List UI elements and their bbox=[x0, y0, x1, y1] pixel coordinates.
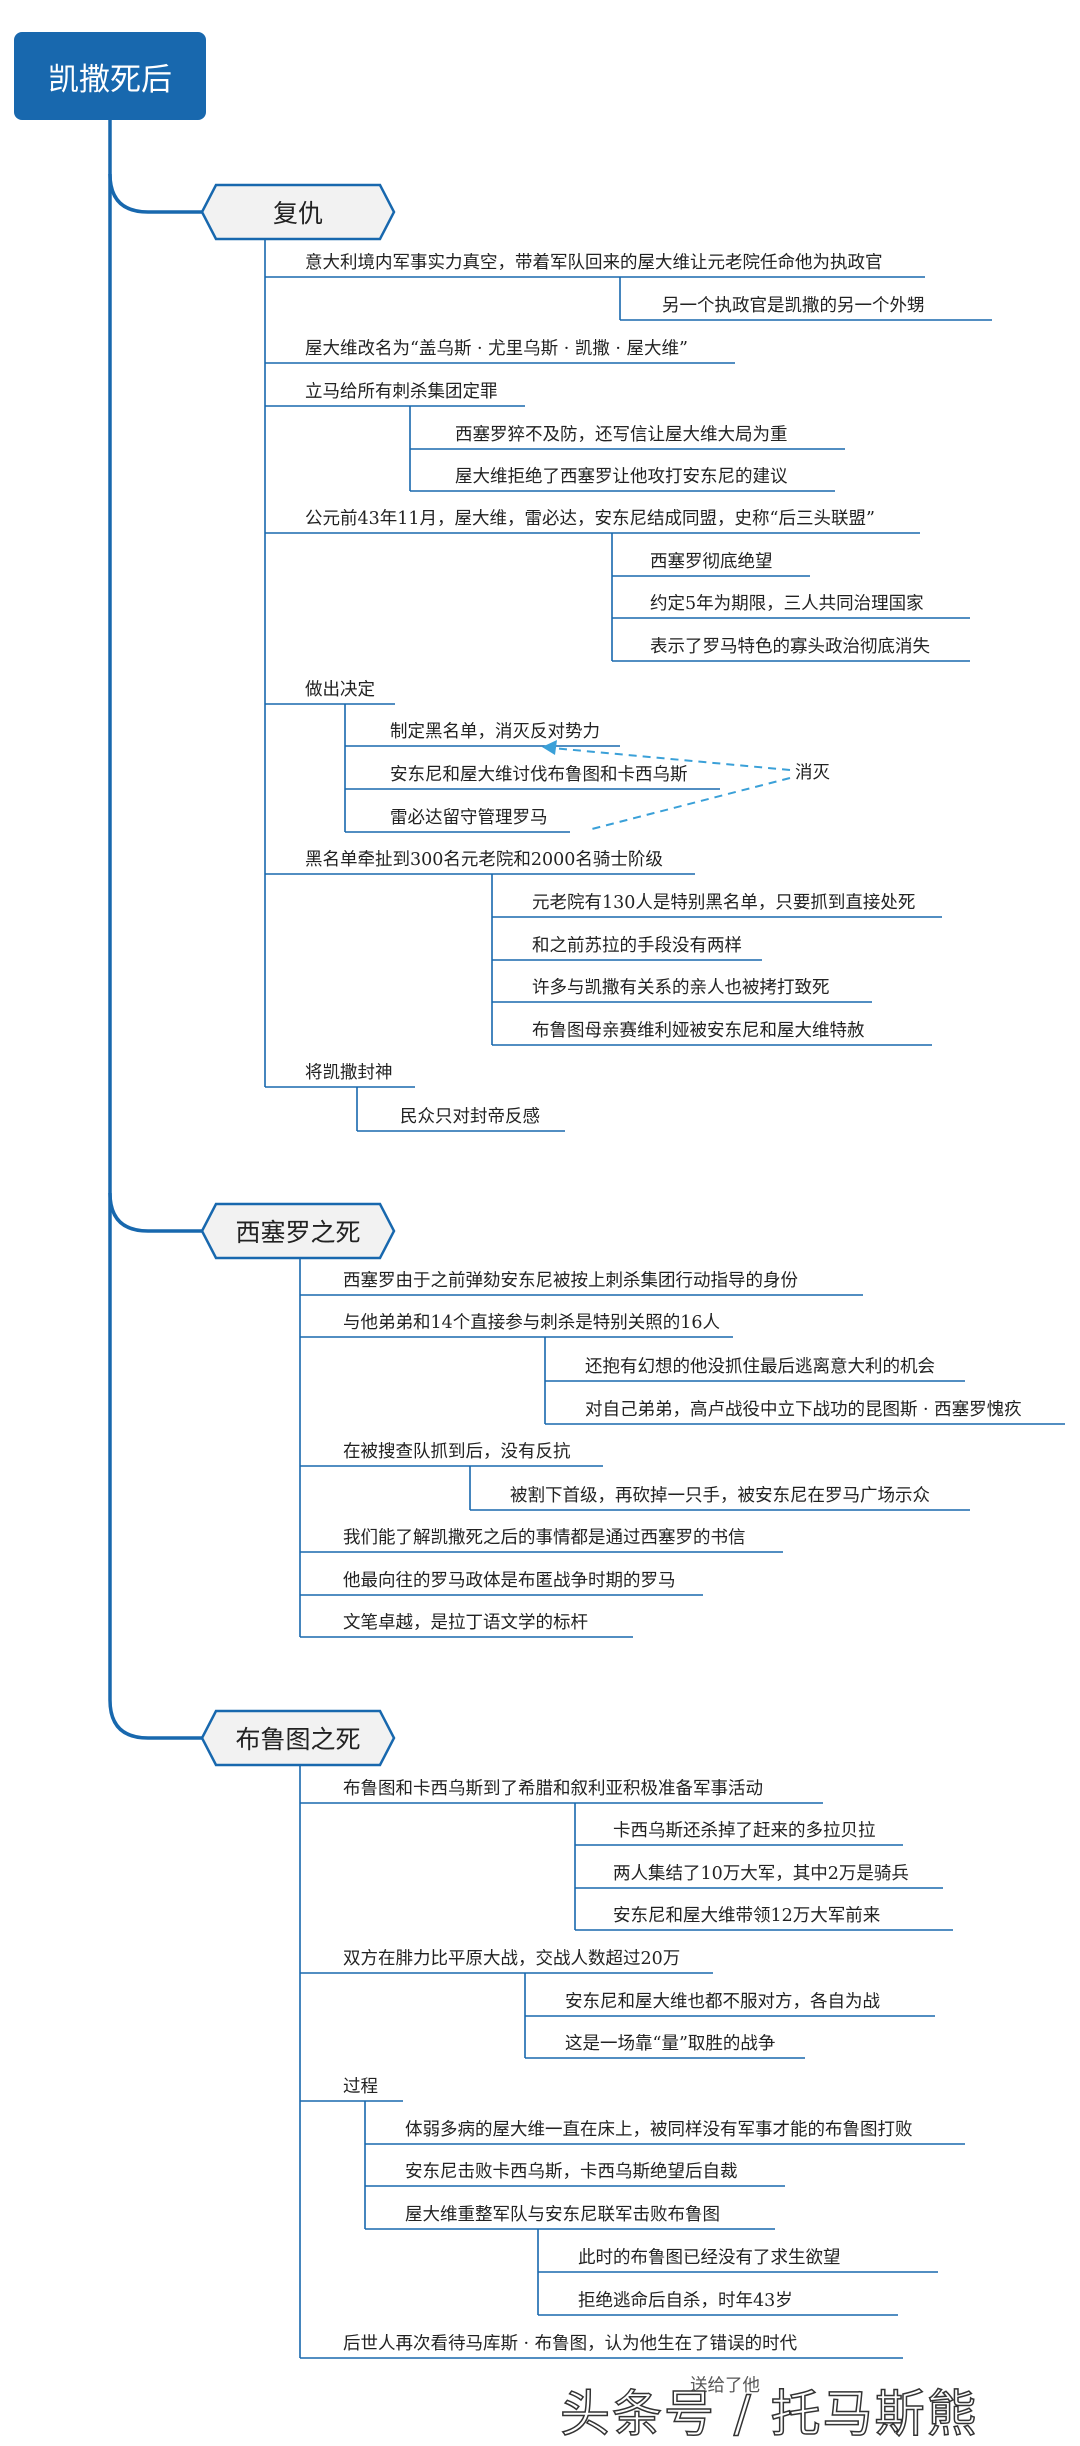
topic-node[interactable]: 制定黑名单，消灭反对势力 bbox=[390, 722, 600, 742]
topic-node[interactable]: 与他弟弟和14个直接参与刺杀是特别关照的16人 bbox=[343, 1313, 721, 1333]
root-topic[interactable]: 凯撒死后 bbox=[14, 32, 206, 120]
topic-node[interactable]: 拒绝逃命后自杀，时年43岁 bbox=[578, 2291, 793, 2311]
topic-node[interactable]: 民众只对封帝反感 bbox=[400, 1107, 540, 1127]
topic-node[interactable]: 屋大维重整军队与安东尼联军击败布鲁图 bbox=[405, 2205, 720, 2225]
topic-node[interactable]: 屋大维改名为“盖乌斯 · 尤里乌斯 · 凯撒 · 屋大维” bbox=[305, 339, 688, 359]
relation-label: 消灭 bbox=[795, 763, 830, 783]
branch-brutus-death-label: 布鲁图之死 bbox=[235, 1725, 361, 1754]
topic-node[interactable]: 他最向往的罗马政体是布匿战争时期的罗马 bbox=[343, 1571, 676, 1591]
topic-node[interactable]: 这是一场靠“量”取胜的战争 bbox=[565, 2034, 776, 2054]
topic-node[interactable]: 体弱多病的屋大维一直在床上，被同样没有军事才能的布鲁图打败 bbox=[405, 2120, 913, 2140]
relation-dashed-line bbox=[587, 777, 791, 831]
topic-node[interactable]: 将凯撒封神 bbox=[305, 1063, 393, 1083]
topic-node[interactable]: 我们能了解凯撒死之后的事情都是通过西塞罗的书信 bbox=[343, 1528, 746, 1548]
topic-node[interactable]: 卡西乌斯还杀掉了赶来的多拉贝拉 bbox=[613, 1821, 876, 1841]
topic-node[interactable]: 立马给所有刺杀集团定罪 bbox=[305, 382, 498, 402]
relation-dashed-line bbox=[551, 747, 791, 771]
topic-node[interactable]: 黑名单牵扯到300名元老院和2000名骑士阶级 bbox=[305, 850, 663, 870]
hexagon-shape bbox=[200, 1709, 396, 1767]
branch-cicero-death-label: 西塞罗之死 bbox=[235, 1218, 361, 1247]
branch-connector-line bbox=[108, 1192, 202, 1233]
trailing-note: 送给了他 bbox=[690, 2376, 760, 2396]
topic-node[interactable]: 布鲁图和卡西乌斯到了希腊和叙利亚积极准备军事活动 bbox=[343, 1779, 763, 1799]
topic-node[interactable]: 两人集结了10万大军，其中2万是骑兵 bbox=[613, 1864, 909, 1884]
topic-node[interactable]: 双方在腓力比平原大战，交战人数超过20万 bbox=[343, 1949, 681, 1969]
topic-node[interactable]: 安东尼和屋大维也都不服对方，各自为战 bbox=[565, 1992, 880, 2012]
topic-node[interactable]: 公元前43年11月，屋大维，雷必达，安东尼结成同盟，史称“后三头联盟” bbox=[305, 509, 875, 529]
hexagon-shape bbox=[200, 183, 396, 241]
topic-node[interactable]: 在被搜查队抓到后，没有反抗 bbox=[343, 1442, 571, 1462]
topic-node[interactable]: 西塞罗由于之前弹劾安东尼被按上刺杀集团行动指导的身份 bbox=[343, 1271, 798, 1291]
topic-node[interactable]: 元老院有130人是特别黑名单，只要抓到直接处死 bbox=[532, 893, 916, 913]
topic-node[interactable]: 对自己弟弟，高卢战役中立下战功的昆图斯 · 西塞罗愧疚 bbox=[585, 1400, 1022, 1420]
topic-node[interactable]: 此时的布鲁图已经没有了求生欲望 bbox=[578, 2248, 841, 2268]
branch-revenge-label: 复仇 bbox=[272, 199, 323, 228]
topic-node[interactable]: 做出决定 bbox=[305, 680, 375, 700]
topic-node[interactable]: 约定5年为期限，三人共同治理国家 bbox=[650, 594, 924, 614]
topic-node[interactable]: 布鲁图母亲赛维利娅被安东尼和屋大维特赦 bbox=[532, 1021, 865, 1041]
topic-node[interactable]: 文笔卓越，是拉丁语文学的标杆 bbox=[343, 1613, 588, 1633]
topic-node[interactable]: 另一个执政官是凯撒的另一个外甥 bbox=[662, 296, 925, 316]
watermark-text: 头条号 / 托马斯熊 bbox=[559, 2384, 979, 2444]
branch-revenge[interactable]: 复仇 bbox=[200, 183, 396, 241]
topic-node[interactable]: 后世人再次看待马库斯 · 布鲁图，认为他生在了错误的时代 bbox=[343, 2334, 798, 2354]
topic-node[interactable]: 安东尼击败卡西乌斯，卡西乌斯绝望后自裁 bbox=[405, 2162, 738, 2182]
topic-node[interactable]: 西塞罗猝不及防，还写信让屋大维大局为重 bbox=[455, 425, 788, 445]
topic-node[interactable]: 和之前苏拉的手段没有两样 bbox=[532, 936, 742, 956]
topic-node[interactable]: 意大利境内军事实力真空，带着军队回来的屋大维让元老院任命他为执政官 bbox=[305, 253, 883, 273]
branch-connector-line bbox=[108, 173, 202, 214]
topic-node[interactable]: 西塞罗彻底绝望 bbox=[650, 552, 773, 572]
hexagon-shape bbox=[200, 1202, 396, 1260]
branch-cicero-death[interactable]: 西塞罗之死 bbox=[200, 1202, 396, 1260]
topic-node[interactable]: 许多与凯撒有关系的亲人也被拷打致死 bbox=[532, 978, 830, 998]
topic-node[interactable]: 还抱有幻想的他没抓住最后逃离意大利的机会 bbox=[585, 1357, 935, 1377]
topic-node[interactable]: 安东尼和屋大维带领12万大军前来 bbox=[613, 1906, 881, 1926]
branch-brutus-death[interactable]: 布鲁图之死 bbox=[200, 1709, 396, 1767]
topic-node[interactable]: 被割下首级，再砍掉一只手，被安东尼在罗马广场示众 bbox=[510, 1486, 930, 1506]
root-topic-label: 凯撒死后 bbox=[48, 61, 172, 98]
main-trunk-line bbox=[108, 120, 202, 1740]
topic-node[interactable]: 屋大维拒绝了西塞罗让他攻打安东尼的建议 bbox=[455, 467, 788, 487]
arrowhead-icon bbox=[542, 740, 557, 755]
topic-node[interactable]: 表示了罗马特色的寡头政治彻底消失 bbox=[650, 637, 930, 657]
topic-node[interactable]: 过程 bbox=[343, 2077, 378, 2097]
topic-node[interactable]: 安东尼和屋大维讨伐布鲁图和卡西乌斯 bbox=[390, 765, 688, 785]
topic-node[interactable]: 雷必达留守管理罗马 bbox=[390, 808, 548, 828]
